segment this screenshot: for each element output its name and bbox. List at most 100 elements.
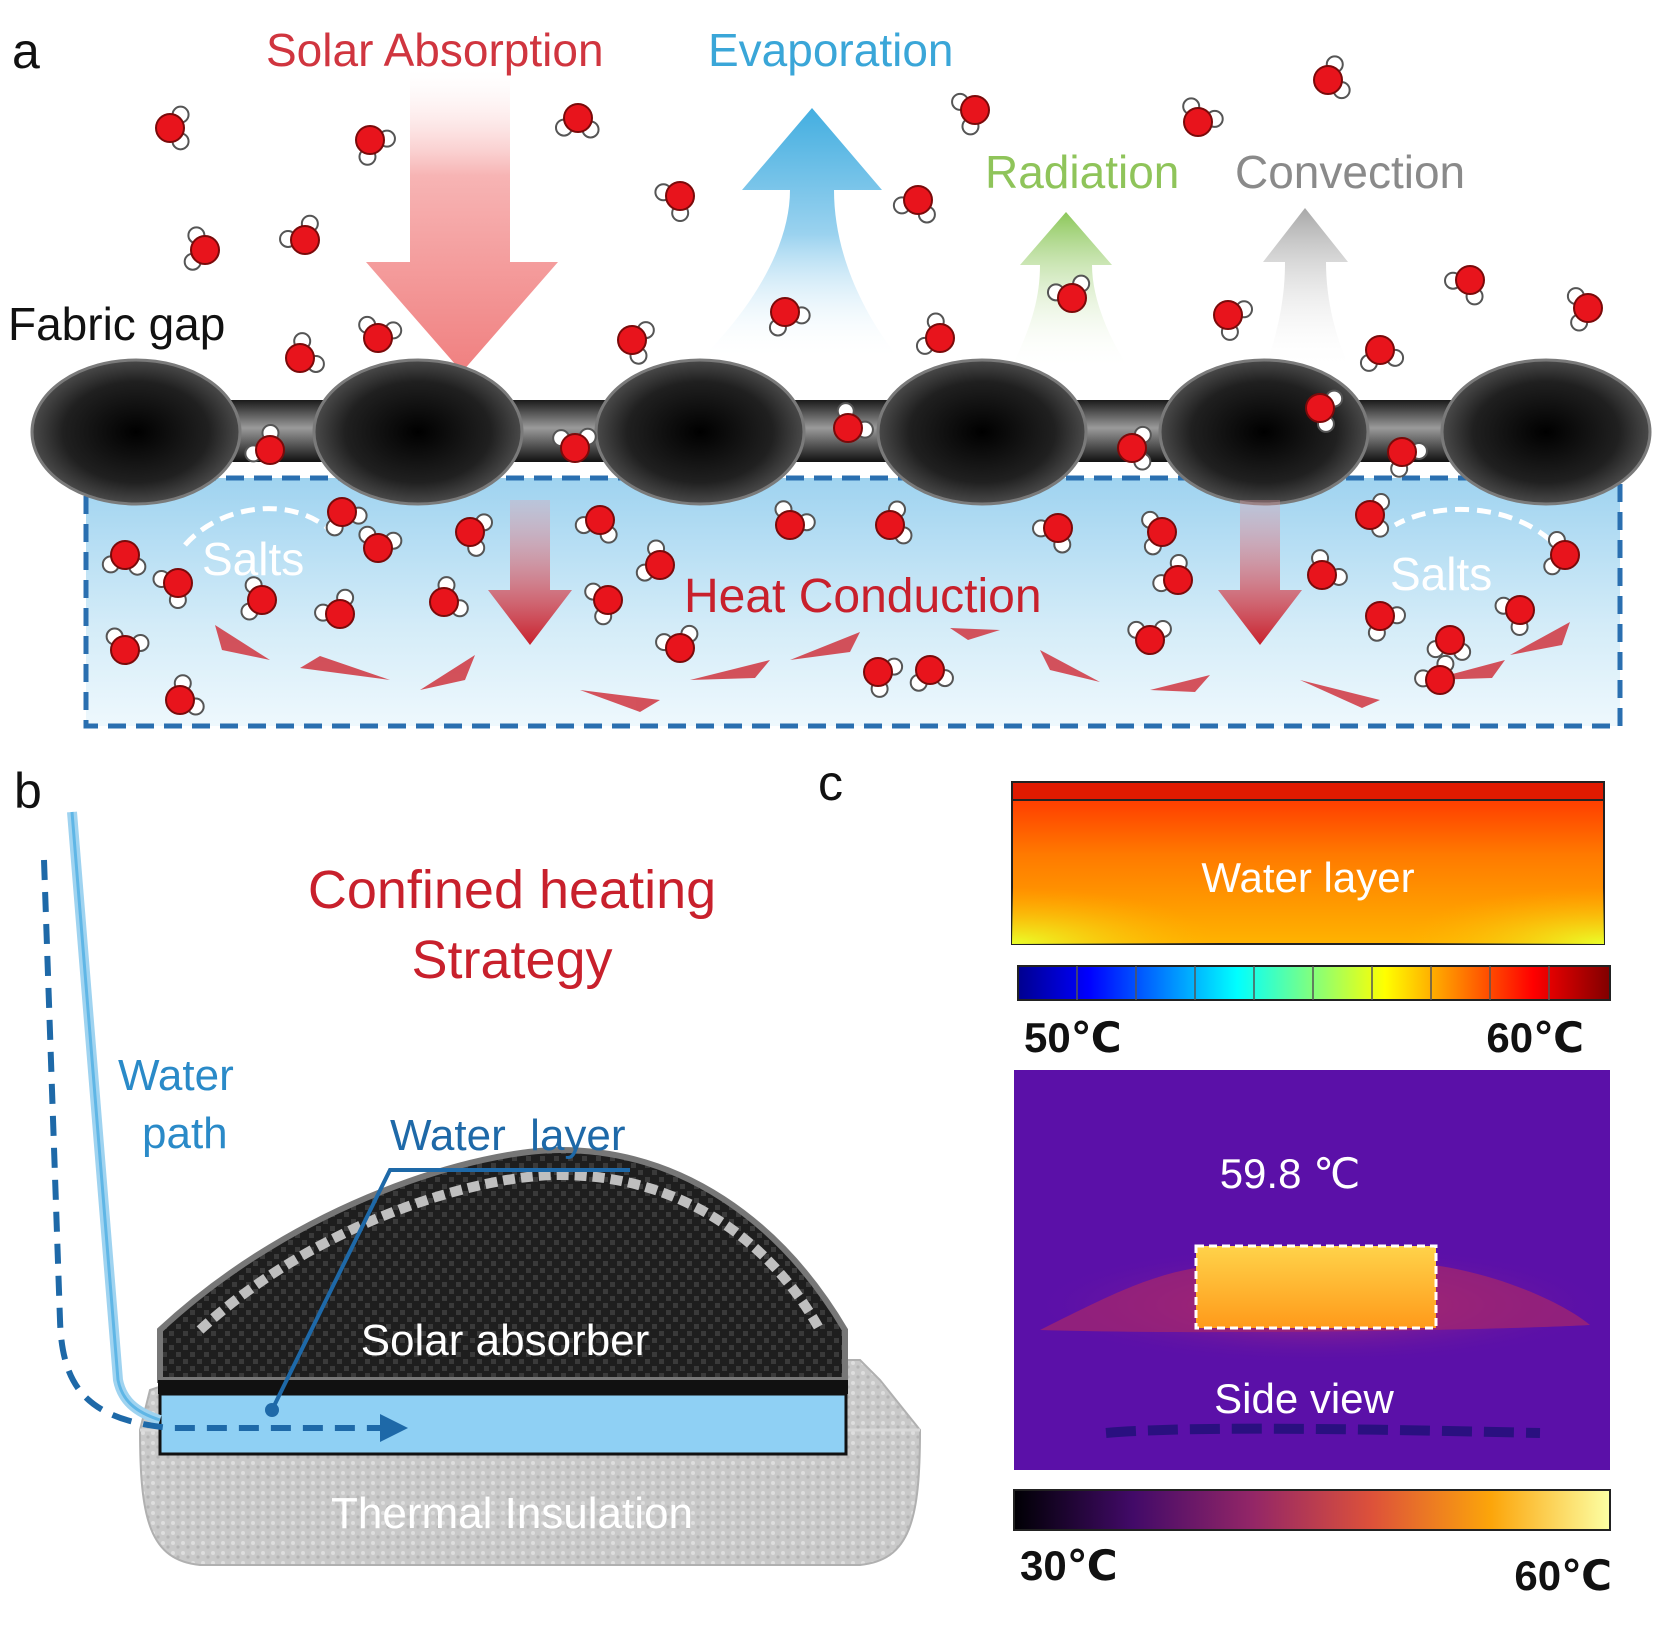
water-molecule [244, 424, 285, 465]
water-layer-slab [158, 1392, 848, 1456]
water-molecule [774, 500, 816, 540]
water-molecule [1355, 493, 1391, 538]
water-molecule [240, 576, 277, 621]
water-molecule [1307, 549, 1348, 590]
water-molecule [1117, 425, 1152, 471]
solar-absorption-arrow [366, 70, 558, 372]
fabric-gap-label: Fabric gap [8, 298, 225, 350]
water-molecule [1213, 300, 1254, 341]
water-molecule [1152, 554, 1193, 595]
evaporation-label: Evaporation [708, 24, 954, 76]
water-molecule [915, 312, 955, 355]
water-molecule [105, 627, 150, 665]
panel-c-letter: c [818, 755, 843, 811]
water-molecule [1414, 654, 1455, 695]
water-molecule [1566, 287, 1603, 332]
thermal-insulation-label: Thermal Insulation [331, 1489, 693, 1538]
water-molecule [1032, 513, 1073, 554]
water-molecule [1426, 625, 1472, 661]
heat-lateral-arrows [215, 622, 1570, 712]
water-molecule [892, 185, 936, 224]
salts-arrow-left [183, 506, 332, 547]
water-molecule [152, 568, 193, 609]
water-molecule [635, 539, 675, 582]
water-layer-leader-dot [265, 1403, 279, 1417]
water-molecule [584, 582, 623, 626]
water-molecules [101, 55, 1603, 716]
colorbar-inferno [1013, 1489, 1611, 1531]
water-molecule [554, 103, 600, 139]
scale1-min-label: 50℃ [1024, 1014, 1122, 1061]
solar-absorption-label: Solar Absorption [266, 24, 604, 76]
water-molecule [1305, 389, 1344, 433]
colorbar-jet-ticks [1076, 966, 1550, 1000]
water-molecule [325, 497, 368, 537]
water-molecule [285, 332, 325, 373]
water-molecule [617, 321, 655, 365]
dome-rim [196, 1169, 825, 1334]
water-molecule [1359, 335, 1405, 372]
panel-c: c Water layer 50℃ 60℃ 59.8 [818, 755, 1612, 1599]
water-molecule [155, 105, 190, 151]
water-flow-arrowhead [380, 1414, 408, 1442]
water-layer-leader [270, 1168, 630, 1411]
water-molecule [165, 674, 205, 716]
water-molecule [1543, 531, 1580, 576]
sim-water-layer-label: Water layer [1201, 854, 1414, 901]
water-molecule [1365, 601, 1406, 642]
water-molecule [1387, 437, 1428, 478]
water-molecule [1494, 595, 1535, 636]
heat-conduction-label: Heat Conduction [684, 570, 1042, 623]
water-molecule [355, 125, 396, 166]
panel-b-letter: b [14, 763, 42, 819]
panel-b: b Confined heating Strategy Water path W… [14, 763, 922, 1566]
water-molecule [1182, 97, 1224, 137]
water-molecule [1127, 619, 1172, 655]
salts-arrow-right [1393, 506, 1552, 542]
water-flow-path [41, 859, 380, 1431]
scale1-max-label: 60℃ [1486, 1014, 1584, 1061]
water-molecule [279, 214, 320, 255]
water-molecule [429, 576, 469, 618]
water-molecule [1141, 510, 1177, 556]
simulation-map: Water layer [1011, 781, 1605, 945]
water-molecule [1046, 274, 1091, 313]
water-molecule [314, 588, 355, 629]
ir-side-view-label: Side view [1214, 1375, 1394, 1422]
water-molecule [768, 297, 811, 337]
water-molecule [833, 402, 874, 443]
water-molecule [358, 525, 403, 563]
water-path-label-line1: Water [118, 1051, 234, 1100]
convection-arrow [1263, 208, 1350, 370]
water-molecule [909, 655, 954, 692]
infrared-image: 59.8 ℃ Side view [1014, 1070, 1610, 1470]
water-molecule [552, 427, 597, 463]
water-molecule [655, 624, 699, 663]
strategy-title-line2: Strategy [411, 930, 612, 990]
panel-a: a Solar Absorption Evaporation Radiation… [8, 23, 1652, 729]
water-path-tube-core [70, 811, 161, 1422]
evaporation-arrow [700, 108, 900, 360]
water-layer-label: Water layer [390, 1111, 626, 1160]
water-molecule [358, 315, 403, 353]
radiation-label: Radiation [985, 146, 1179, 198]
solar-absorber-label: Solar absorber [361, 1316, 650, 1365]
water-molecule [654, 181, 695, 222]
convection-label: Convection [1235, 146, 1465, 198]
water-molecule [101, 540, 147, 576]
water-path-label-line2: path [142, 1109, 228, 1158]
heat-down-arrows [488, 500, 1302, 645]
panel-a-letter: a [12, 23, 40, 79]
water-molecule [1444, 265, 1485, 306]
ir-temperature-label: 59.8 ℃ [1220, 1150, 1361, 1197]
solar-absorber-dome [157, 1146, 848, 1383]
water-molecule [1313, 55, 1351, 100]
fabric-fibers [30, 358, 1652, 506]
scale2-min-label: 30℃ [1020, 1542, 1118, 1589]
scale2-max-label: 60℃ [1514, 1552, 1612, 1599]
water-molecule [183, 226, 220, 271]
strategy-title-line1: Confined heating [308, 860, 716, 920]
water-molecule [455, 513, 493, 557]
water-molecule [863, 657, 904, 698]
